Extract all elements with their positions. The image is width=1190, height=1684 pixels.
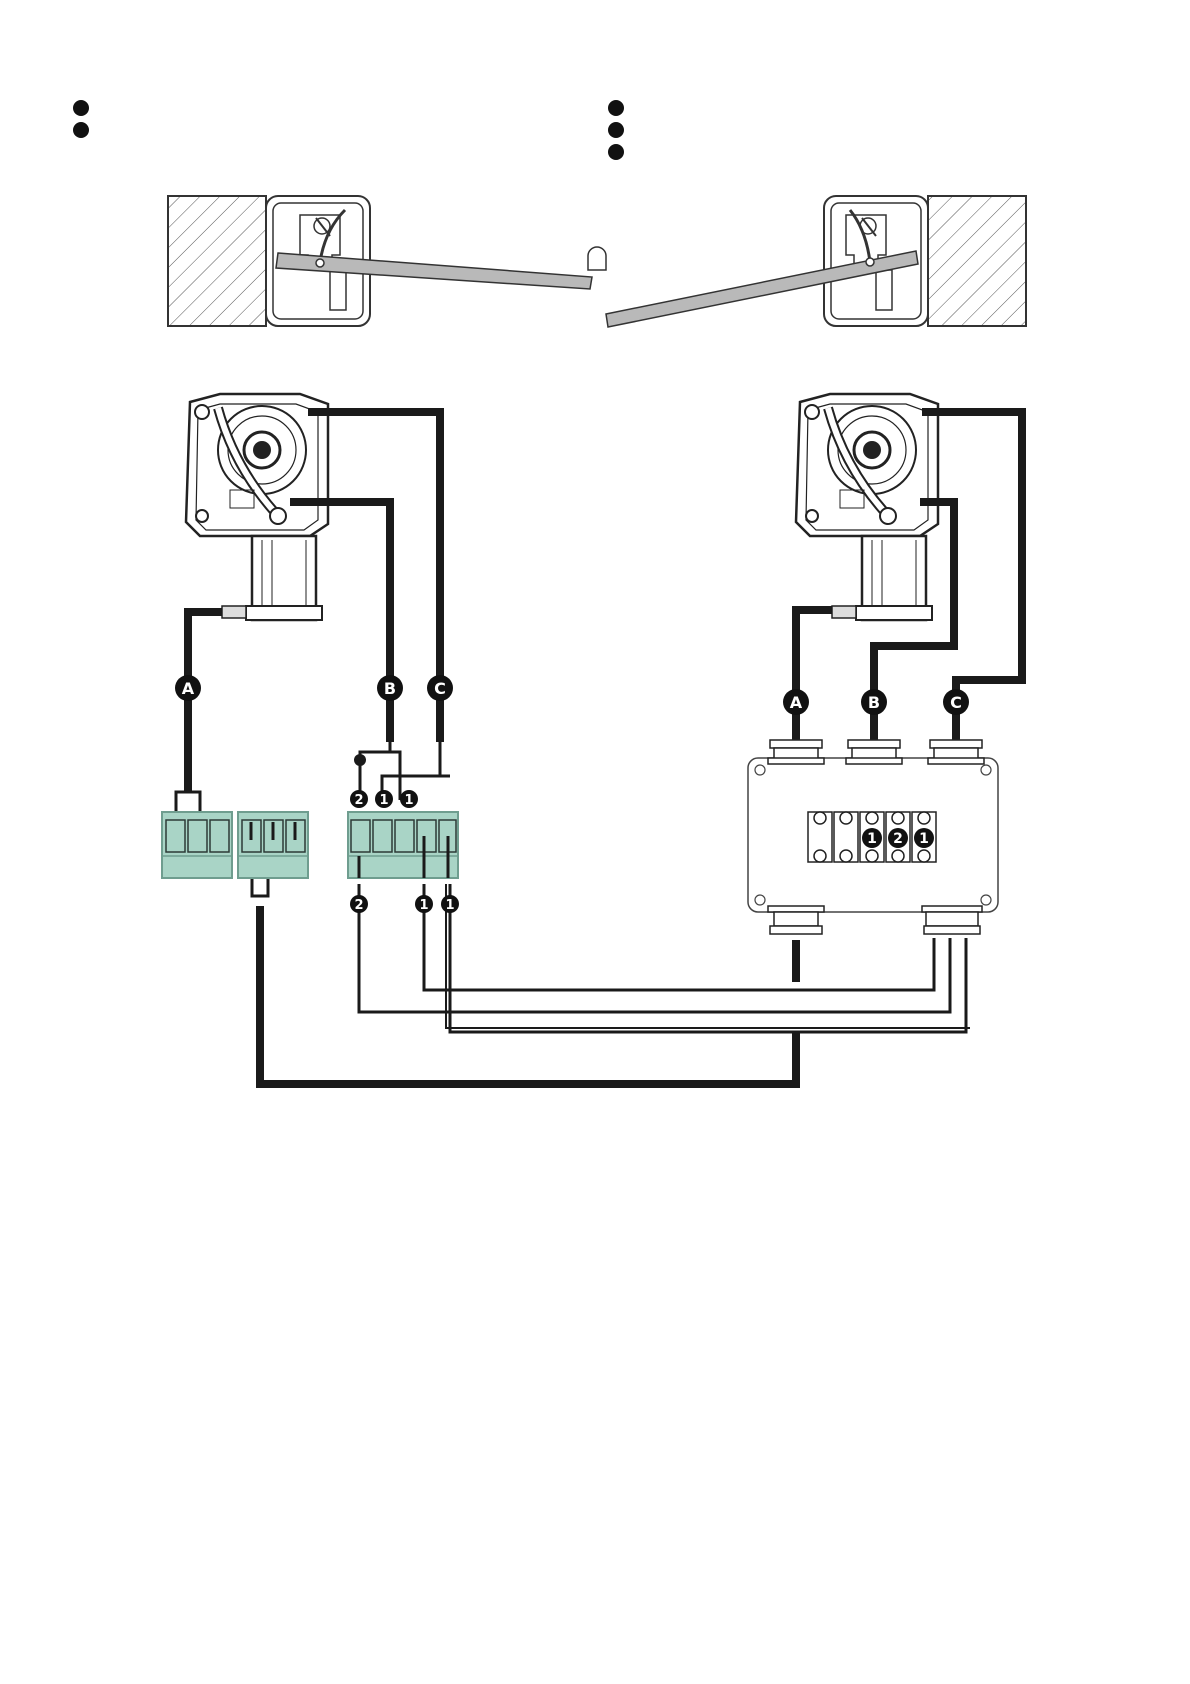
top-view bbox=[168, 196, 1026, 327]
gearmotor-left bbox=[186, 394, 328, 620]
terminal-block-3 bbox=[348, 812, 458, 878]
cable-gland bbox=[928, 740, 984, 764]
terminal-blocks-left bbox=[162, 812, 458, 878]
terminal-marker-text: 2 bbox=[893, 831, 903, 847]
legend-left bbox=[73, 100, 89, 138]
terminal-marker: 2 bbox=[350, 790, 368, 808]
cable-power bbox=[260, 906, 796, 1084]
markers-left-bottom: 2 1 1 bbox=[350, 895, 459, 913]
terminal-marker-text: 1 bbox=[419, 898, 428, 913]
terminal-marker: 1 bbox=[862, 828, 882, 848]
legend-bullet bbox=[608, 100, 624, 116]
gearmotor-icon bbox=[186, 394, 328, 620]
legend-bullet bbox=[73, 122, 89, 138]
cable-gland bbox=[922, 906, 982, 934]
terminal-marker: 1 bbox=[400, 790, 418, 808]
terminal-block-1 bbox=[162, 812, 232, 878]
cable-a-right bbox=[796, 610, 832, 740]
terminal-block-2 bbox=[238, 812, 308, 878]
terminal-marker-text: 2 bbox=[354, 793, 363, 808]
terminal-marker: 1 bbox=[441, 895, 459, 913]
terminal-marker-text: 1 bbox=[379, 793, 388, 808]
terminal-marker-text: 1 bbox=[404, 793, 413, 808]
photocell-icon bbox=[588, 247, 606, 270]
cable-badges-right: A B C bbox=[783, 689, 969, 715]
cable-label-badge: C bbox=[943, 689, 969, 715]
cable-label-text: A bbox=[182, 679, 195, 698]
cable-label-text: B bbox=[868, 693, 880, 712]
terminal-marker-text: 1 bbox=[445, 898, 454, 913]
cable-label-badge: A bbox=[783, 689, 809, 715]
terminal-marker: 2 bbox=[350, 895, 368, 913]
pillar-icon bbox=[928, 196, 1026, 326]
cable-label-badge: C bbox=[427, 675, 453, 701]
cable-label-text: C bbox=[434, 679, 446, 698]
cable-label-text: A bbox=[790, 693, 803, 712]
cable-label-text: C bbox=[950, 693, 962, 712]
legend-bullet bbox=[608, 122, 624, 138]
markers-left-top: 2 1 1 bbox=[350, 790, 418, 808]
terminal-marker: 1 bbox=[415, 895, 433, 913]
pillar-icon bbox=[168, 196, 266, 326]
cable-label-text: B bbox=[384, 679, 396, 698]
terminal-marker: 1 bbox=[914, 828, 934, 848]
cable-badges-left: A B C bbox=[175, 675, 453, 701]
cable-gland bbox=[768, 740, 824, 764]
terminal-marker-text: 1 bbox=[919, 831, 929, 847]
gearmotor-icon bbox=[796, 394, 938, 620]
terminal-marker: 2 bbox=[888, 828, 908, 848]
legend-bullet bbox=[608, 144, 624, 160]
cable-label-badge: B bbox=[377, 675, 403, 701]
terminal-marker-text: 2 bbox=[354, 898, 363, 913]
cable-a-left bbox=[188, 612, 222, 792]
terminal-marker-text: 1 bbox=[867, 831, 877, 847]
gearmotor-right bbox=[796, 394, 938, 620]
cable-gland bbox=[768, 906, 824, 934]
cable-label-badge: B bbox=[861, 689, 887, 715]
cable-gland bbox=[846, 740, 902, 764]
cable-label-badge: A bbox=[175, 675, 201, 701]
legend-right bbox=[608, 100, 624, 160]
legend-bullet bbox=[73, 100, 89, 116]
terminal-marker: 1 bbox=[375, 790, 393, 808]
markers-junction-box: 1 2 1 bbox=[862, 828, 934, 848]
